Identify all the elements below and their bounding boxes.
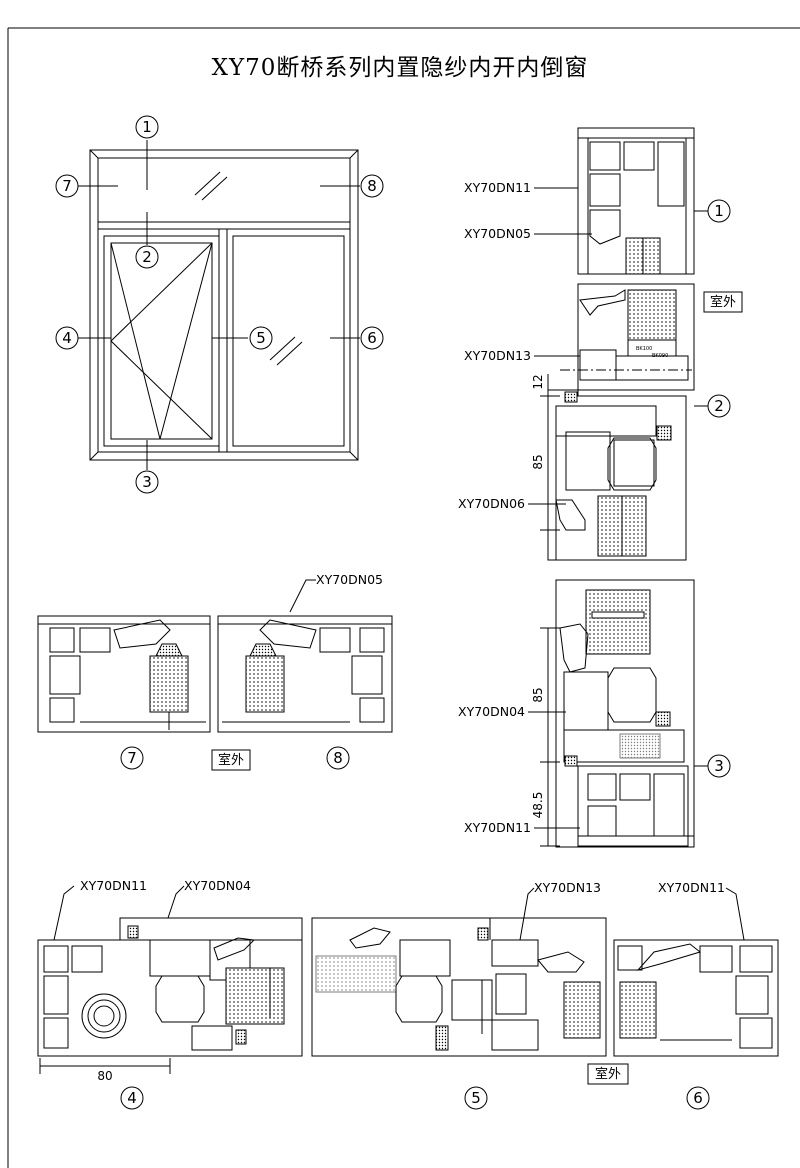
- marker-4: 4: [62, 329, 72, 347]
- dim-12: 12: [531, 374, 545, 389]
- label-dn06: XY70DN06: [458, 496, 525, 511]
- label-dn11-bottom: XY70DN11: [464, 820, 531, 835]
- vertical-section: BK100 BK090: [528, 127, 708, 848]
- marker-2: 2: [142, 248, 152, 266]
- section-7-8: [37, 579, 393, 733]
- window-elevation: [78, 140, 360, 470]
- label-dn11-bottom-right: XY70DN11: [658, 880, 725, 895]
- marker-3: 3: [142, 473, 152, 491]
- outside-label-bottom: 室外: [595, 1066, 621, 1082]
- marker-8: 8: [367, 177, 377, 195]
- section-markers-right: [707, 199, 731, 778]
- marker-5: 5: [256, 329, 266, 347]
- marker-8-section: 8: [333, 749, 343, 767]
- label-dn13-bottom: XY70DN13: [534, 880, 601, 895]
- horizontal-section-middle: [311, 887, 607, 1057]
- label-dn05-top: XY70DN05: [464, 226, 531, 241]
- section-markers-bottom: [120, 1086, 710, 1110]
- marker-6-section: 6: [693, 1089, 703, 1107]
- horizontal-section-right: [613, 887, 779, 1057]
- sheet-border: [7, 27, 800, 1168]
- label-dn04-bottom: XY70DN04: [184, 878, 251, 893]
- label-dn05-mid: XY70DN05: [316, 572, 383, 587]
- outside-tag-bottom: 室外: [587, 1063, 629, 1085]
- tiny-label-bk100: BK100: [636, 346, 652, 352]
- marker-6: 6: [367, 329, 377, 347]
- label-dn11-bottom-left: XY70DN11: [80, 878, 147, 893]
- marker-7: 7: [62, 177, 72, 195]
- vertical-section-labels: XY70DN11 XY70DN05 XY70DN13 XY70DN06 XY70…: [458, 180, 545, 835]
- label-dn11-top: XY70DN11: [464, 180, 531, 195]
- marker-4-section: 4: [127, 1089, 137, 1107]
- outside-label-right: 室外: [710, 294, 736, 310]
- outside-label-mid: 室外: [218, 752, 244, 768]
- dim-85-upper: 85: [531, 454, 545, 469]
- section-markers-7-8: [120, 746, 350, 770]
- dim-48-5: 48.5: [531, 792, 545, 819]
- label-dn04-right: XY70DN04: [458, 704, 525, 719]
- dim-85-lower: 85: [531, 687, 545, 702]
- marker-5-section: 5: [471, 1089, 481, 1107]
- horizontal-section-left: [37, 885, 303, 1074]
- outside-tag-right: 室外: [703, 291, 743, 313]
- marker-3-section: 3: [714, 757, 724, 775]
- marker-1: 1: [142, 118, 152, 136]
- outside-tag-mid: 室外: [211, 749, 251, 771]
- elevation-markers: [55, 115, 384, 494]
- label-dn13-right: XY70DN13: [464, 348, 531, 363]
- dim-80: 80: [97, 1069, 112, 1083]
- marker-1-section: 1: [714, 202, 724, 220]
- marker-7-section: 7: [127, 749, 137, 767]
- marker-2-section: 2: [714, 397, 724, 415]
- drawing-title: XY70断桥系列内置隐纱内开内倒窗: [211, 55, 589, 81]
